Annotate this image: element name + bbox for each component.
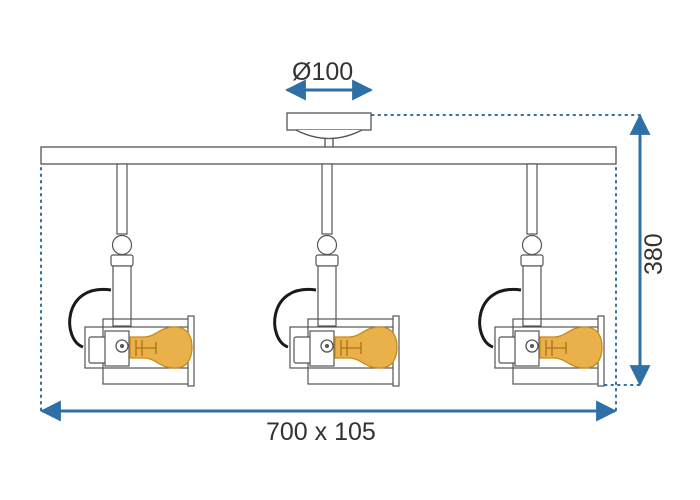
height-label: 380 — [640, 233, 668, 275]
diameter-label: Ø100 — [292, 58, 354, 86]
spot-right — [478, 163, 605, 387]
width-depth-label: 700 x 105 — [266, 418, 376, 446]
mounting-bar — [40, 146, 617, 165]
spot-center — [273, 163, 400, 387]
extension-lines — [40, 114, 641, 413]
ceiling-canopy — [286, 112, 372, 147]
spot-left — [68, 163, 195, 387]
spot-lights — [68, 163, 605, 387]
